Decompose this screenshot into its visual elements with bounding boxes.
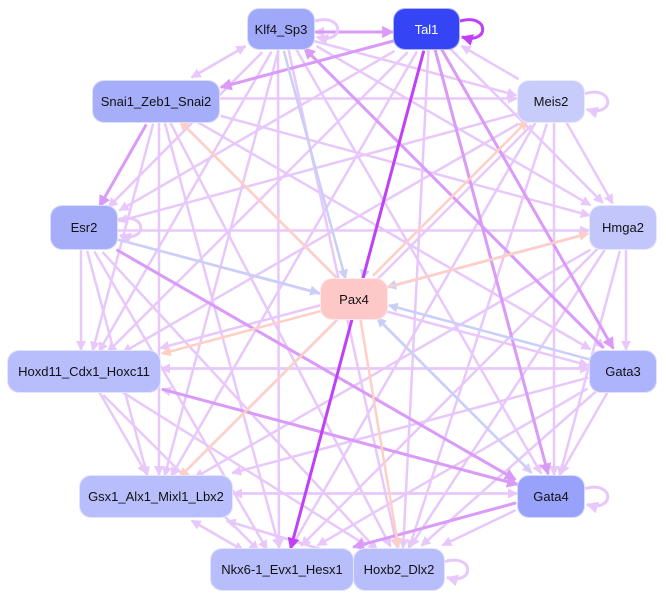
edge-meis2-to-tal1 (460, 44, 520, 81)
edge-snai-to-nkx6 (163, 121, 282, 549)
edge-klf4-to-pax4 (282, 50, 348, 280)
self-loop-klf4 (314, 18, 340, 46)
edge-hmga2-to-gsx1 (193, 248, 592, 479)
edge-meis2-to-esr2 (117, 112, 519, 224)
self-loop-tal1 (459, 18, 485, 46)
node-label: Pax4 (339, 291, 369, 307)
edge-gata3-to-gata4 (559, 390, 610, 475)
edge-snai-to-klf4 (190, 45, 247, 79)
node-gata3[interactable]: Gata3 (589, 350, 657, 393)
node-gata4[interactable]: Gata4 (517, 475, 585, 518)
edge-hmga2-to-nkx6 (300, 246, 600, 547)
edge-hoxd11-to-gsx1 (97, 390, 148, 475)
node-snai[interactable]: Snai1_Zeb1_Snai2 (92, 80, 220, 123)
edge-tal1-to-esr2 (118, 49, 396, 212)
edge-snai-to-gata3 (194, 119, 592, 351)
node-klf4[interactable]: Klf4_Sp3 (247, 8, 315, 50)
node-label: Gsx1_Alx1_Mixl1_Lbx2 (88, 489, 224, 504)
edge-esr2-to-nkx6 (93, 250, 269, 551)
node-label: Snai1_Zeb1_Snai2 (100, 94, 212, 109)
edge-tal1-to-snai (219, 39, 395, 91)
node-hoxb2[interactable]: Hoxb2_Dlx2 (353, 548, 445, 591)
node-label: Tal1 (414, 21, 439, 37)
node-meis2[interactable]: Meis2 (517, 80, 585, 123)
edge-gata4-to-pax4 (376, 316, 533, 474)
edge-hoxd11-to-gata4 (161, 387, 519, 488)
node-label: Gata3 (605, 364, 641, 379)
edge-snai-to-hoxb2 (168, 121, 392, 548)
edge-meis2-to-nkx6 (290, 120, 538, 548)
self-loop-meis2 (584, 90, 610, 119)
edge-tal1-to-gata3 (439, 47, 615, 350)
edge-meis2-to-hmga2 (564, 120, 614, 205)
node-label: Klf4_Sp3 (254, 21, 308, 37)
edge-klf4-to-hmga2 (315, 45, 592, 207)
edge-esr2-to-hoxb2 (101, 251, 378, 551)
node-label: Hoxb2_Dlx2 (363, 562, 435, 577)
node-nkx6[interactable]: Nkx6-1_Evx1_Hesx1 (210, 548, 354, 591)
node-hmga2[interactable]: Hmga2 (589, 205, 657, 250)
node-esr2[interactable]: Esr2 (50, 205, 118, 250)
edge-pax4-to-hmga2 (386, 231, 590, 289)
self-loop-esr2 (117, 216, 143, 245)
node-label: Hoxd11_Cdx1_Hoxc11 (18, 364, 150, 379)
node-gsx1[interactable]: Gsx1_Alx1_Mixl1_Lbx2 (79, 475, 233, 518)
node-pax4[interactable]: Pax4 (320, 278, 388, 320)
edge-klf4-to-meis2 (313, 39, 518, 98)
edge-tal1-to-gata4 (433, 48, 552, 476)
node-tal1[interactable]: Tal1 (393, 8, 460, 50)
node-label: Gata4 (533, 489, 569, 504)
edge-esr2-to-pax4 (116, 238, 321, 296)
node-hoxd11[interactable]: Hoxd11_Cdx1_Hoxc11 (7, 350, 161, 393)
node-label: Meis2 (533, 94, 569, 109)
edge-pax4-to-hoxd11 (160, 309, 322, 357)
node-label: Esr2 (70, 220, 98, 235)
edge-gata4-to-hoxb2 (441, 508, 517, 547)
edge-nkx6-to-gsx1 (190, 519, 245, 552)
edge-gata3-to-pax4 (387, 302, 591, 361)
edge-gata3-to-klf4 (303, 46, 605, 349)
edge-pax4-to-gsx1 (178, 321, 336, 479)
edge-meis2-to-hoxd11 (121, 122, 520, 354)
edge-pax4-to-meis2 (371, 119, 529, 277)
edge-pax4-to-snai (178, 119, 336, 277)
edge-esr2-to-gata4 (115, 248, 517, 481)
edge-klf4-to-nkx6 (273, 50, 284, 550)
edge-gata3-to-gsx1 (231, 376, 589, 476)
edge-klf4-to-esr2 (107, 51, 264, 208)
edge-gata4-to-nkx6 (352, 501, 517, 551)
node-label: Nkx6-1_Evx1_Hesx1 (221, 562, 343, 577)
edge-snai-to-esr2 (98, 123, 148, 208)
edge-hmga2-to-hoxb2 (409, 247, 607, 548)
self-loop-gata4 (584, 485, 610, 514)
edge-tal1-to-hoxb2 (398, 50, 430, 550)
edge-hoxd11-to-hoxb2 (119, 389, 368, 547)
edge-pax4-to-hoxb2 (359, 319, 402, 549)
node-label: Hmga2 (602, 220, 644, 235)
self-loop-hoxb2 (444, 558, 470, 587)
edge-tal1-to-gsx1 (169, 50, 419, 478)
